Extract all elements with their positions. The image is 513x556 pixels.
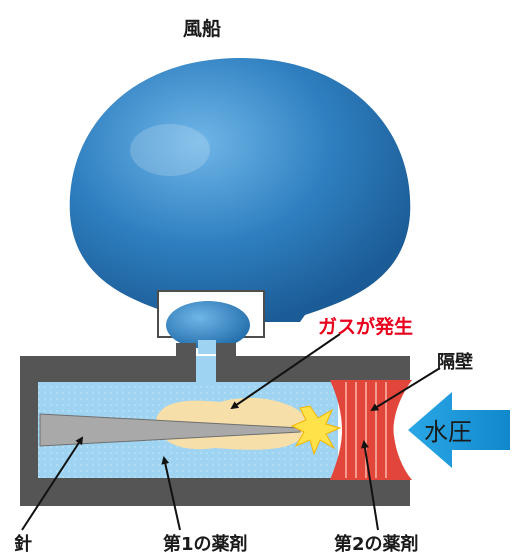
gas-label: ガスが発生 (318, 316, 414, 338)
water-pressure-label: 水圧 (424, 418, 472, 446)
balloon-neck-holder (157, 290, 265, 354)
spark (290, 405, 342, 456)
leader-needle (21, 436, 84, 531)
needle-label: 針 (14, 534, 32, 555)
leader-agent1 (161, 456, 181, 531)
water-pressure-arrow (408, 392, 510, 468)
first-agent-label: 第1の薬剤 (163, 534, 248, 555)
leader-wall (370, 367, 441, 412)
balloon (69, 58, 411, 322)
balloon-label: 風船 (183, 18, 222, 40)
leader-gas (230, 333, 341, 410)
needle (39, 413, 301, 447)
leader-agent2 (360, 440, 379, 531)
partition-wall (330, 380, 412, 480)
second-agent-label: 第2の薬剤 (334, 534, 419, 555)
partition-wall-label: 隔壁 (437, 352, 473, 373)
